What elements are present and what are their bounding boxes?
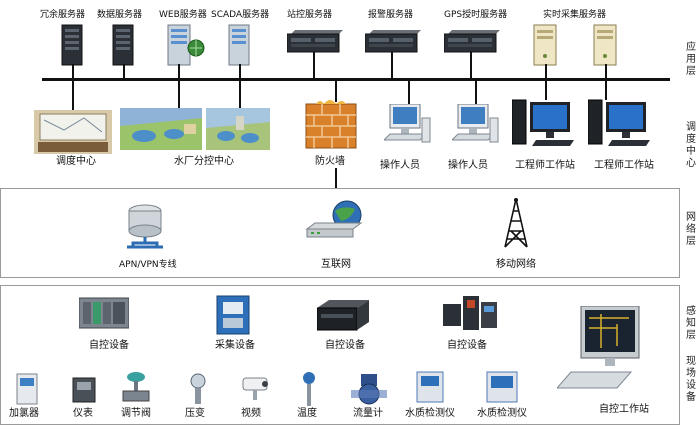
server-label-gps: GPS授时服务器 <box>444 9 507 21</box>
server-label-data: 数据服务器 <box>97 9 142 21</box>
client-label-engineer-1: 工程师工作站 <box>515 160 575 172</box>
client-label-firewall: 防火墙 <box>315 156 345 168</box>
controller-module-icon <box>317 298 369 334</box>
client-label-plant: 水厂分控中心 <box>174 156 234 168</box>
control-valve-icon <box>121 370 151 408</box>
server-label-redundant: 冗余服务器 <box>40 9 85 21</box>
controller-label-3: 自控设备 <box>325 340 365 352</box>
internet-router-icon <box>303 199 367 243</box>
data-logger-icon <box>215 294 251 336</box>
device-label-analyzer-1: 水质检测仪 <box>405 408 455 420</box>
workstation-label: 自控工作站 <box>599 404 649 416</box>
connector-line <box>605 64 607 100</box>
temperature-sensor-icon <box>299 370 319 408</box>
device-label-analyzer-2: 水质检测仪 <box>477 408 527 420</box>
server-label-web: WEB服务器 <box>159 9 207 21</box>
client-label-operator-2: 操作人员 <box>448 160 488 172</box>
pressure-transmitter-icon <box>187 372 209 406</box>
side-label-perception: 感知层 <box>684 306 698 342</box>
rack-server-icon <box>287 30 343 54</box>
database-icon <box>123 203 167 251</box>
client-label-operator-1: 操作人员 <box>380 160 420 172</box>
connector-line <box>545 64 547 100</box>
web-server-icon <box>166 24 206 66</box>
side-label-application: 应用层 <box>684 42 698 78</box>
device-label-pressure: 压变 <box>185 408 205 420</box>
network-label-mobile: 移动网络 <box>496 259 536 271</box>
flow-meter-icon <box>351 372 387 406</box>
server-label-scada: SCADA服务器 <box>211 9 269 21</box>
server-tower-icon <box>111 24 135 66</box>
field-layer-box: 自控设备 采集设备 自控设备 自控设备 <box>0 285 680 425</box>
side-label-field-devices: 现场设备 <box>684 356 698 404</box>
cell-tower-icon <box>501 197 531 249</box>
client-label-engineer-2: 工程师工作站 <box>594 160 654 172</box>
dispatch-center-image <box>34 110 112 154</box>
chlorinator-icon <box>15 372 39 406</box>
automation-workstation-icon <box>557 306 643 394</box>
water-plant-image <box>120 108 202 150</box>
water-quality-analyzer-icon <box>485 370 521 406</box>
network-label-vpn: APN/VPN专线 <box>119 259 177 271</box>
network-layer-box: APN/VPN专线 互联网 移动网络 <box>0 188 680 278</box>
controller-panel-icon <box>443 294 499 338</box>
connector-line <box>391 52 393 78</box>
connector-line <box>239 64 241 112</box>
plc-controller-icon <box>79 296 129 330</box>
controller-label-1: 自控设备 <box>89 340 129 352</box>
scada-server-icon <box>227 24 251 66</box>
controller-label-4: 自控设备 <box>447 340 487 352</box>
device-label-valve: 调节阀 <box>121 408 151 420</box>
network-label-internet: 互联网 <box>321 259 351 271</box>
engineer-workstation-icon <box>512 98 576 150</box>
engineer-workstation-icon <box>588 98 652 150</box>
water-quality-analyzer-icon <box>415 370 447 406</box>
beige-server-icon <box>592 24 618 66</box>
connector-line <box>475 80 477 106</box>
device-label-temperature: 温度 <box>297 408 317 420</box>
camera-icon <box>241 374 273 404</box>
server-label-station: 站控服务器 <box>287 9 332 21</box>
controller-label-2: 采集设备 <box>215 340 255 352</box>
side-label-dispatch: 调度中心 <box>684 122 698 170</box>
firewall-link-line <box>335 168 337 190</box>
client-label-dispatch: 调度中心 <box>56 156 96 168</box>
device-label-flowmeter: 流量计 <box>353 408 383 420</box>
network-bus-line <box>42 78 670 81</box>
server-tower-icon <box>60 24 84 66</box>
connector-line <box>123 64 125 78</box>
device-label-instrument: 仪表 <box>73 408 93 420</box>
beige-server-icon <box>532 24 558 66</box>
device-label-chlorinator: 加氯器 <box>9 408 39 420</box>
firewall-icon <box>302 100 360 150</box>
connector-line <box>470 52 472 78</box>
instrument-icon <box>71 374 97 404</box>
operator-computer-icon <box>452 104 500 148</box>
water-plant-image <box>206 108 270 150</box>
connector-line <box>178 64 180 112</box>
side-label-network: 网络层 <box>684 212 698 248</box>
server-label-alarm: 报警服务器 <box>368 9 413 21</box>
connector-line <box>335 80 337 102</box>
connector-line <box>72 64 74 112</box>
application-layer: 冗余服务器 数据服务器 WEB服务器 SCADA服务器 站控服务器 报警服务器 … <box>0 0 680 182</box>
connector-line <box>408 80 410 106</box>
server-label-realtime: 实时采集服务器 <box>543 9 606 21</box>
rack-server-icon <box>365 30 421 54</box>
operator-computer-icon <box>384 104 432 148</box>
connector-line <box>313 52 315 78</box>
rack-server-icon <box>444 30 500 54</box>
device-label-video: 视频 <box>241 408 261 420</box>
